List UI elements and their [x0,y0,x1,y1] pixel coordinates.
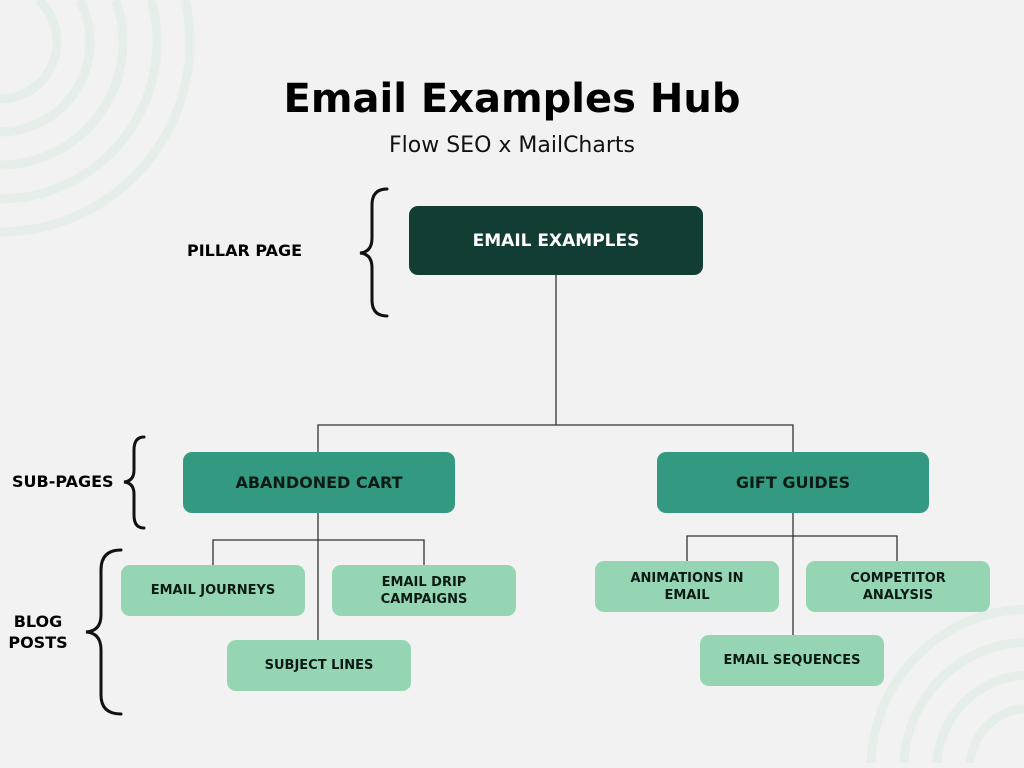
level-label-blog-line2: POSTS [8,633,68,652]
blog-node: COMPETITOR ANALYSIS [806,561,990,612]
blog-node: EMAIL SEQUENCES [700,635,884,686]
decorative-arcs-bottom-right [866,604,1024,764]
sub-brace [123,435,146,530]
connector-lines [212,275,898,640]
blog-brace [85,548,123,716]
level-label-pillar: PILLAR PAGE [187,241,303,260]
blog-node: EMAIL DRIP CAMPAIGNS [332,565,516,616]
subpage-node: ABANDONED CART [183,452,455,513]
subpage-node: GIFT GUIDES [657,452,929,513]
level-braces [85,187,389,716]
blog-node: EMAIL JOURNEYS [121,565,305,616]
pillar-node: EMAIL EXAMPLES [409,206,703,275]
page-title: Email Examples Hub [283,76,741,122]
level-label-sub: SUB-PAGES [12,472,114,491]
level-label-blog: BLOG POSTS [0,611,76,653]
pillar-brace [359,187,389,318]
page-subtitle: Flow SEO x MailCharts [388,133,635,158]
level-label-blog-line1: BLOG [13,612,63,631]
blog-node: ANIMATIONS IN EMAIL [595,561,779,612]
decorative-arcs-top-left [0,0,195,237]
blog-node: SUBJECT LINES [227,640,411,691]
